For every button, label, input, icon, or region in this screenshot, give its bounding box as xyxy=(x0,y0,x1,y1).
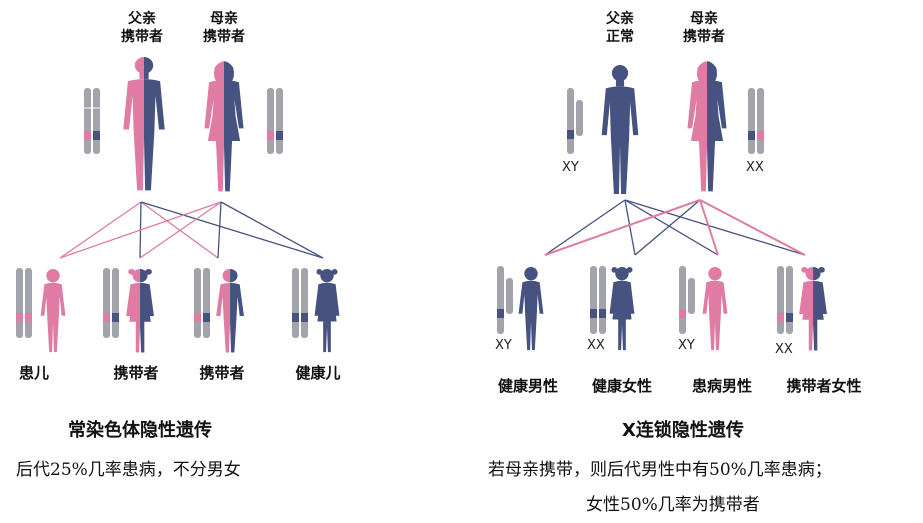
autosomal-mother-label: 母亲 携带者 xyxy=(196,10,252,46)
xlinked-father-label-line1: 父亲 xyxy=(606,11,634,27)
autosomal-child-label-2: 携带者 xyxy=(113,364,159,382)
xlinked-child-healthy-male xyxy=(497,266,544,351)
autosomal-father-label-line2: 携带者 xyxy=(121,29,163,45)
xlinked-father-figure xyxy=(601,65,639,194)
xlinked-father-chrom-label: XY xyxy=(562,160,579,175)
autosomal-title: 常染色体隐性遗传 xyxy=(68,420,212,441)
autosomal-cross-lines xyxy=(59,201,324,259)
autosomal-description: 后代25%几率患病，不分男女 xyxy=(16,460,241,480)
autosomal-mother-label-line2: 携带者 xyxy=(203,29,245,45)
autosomal-father-label-line1: 父亲 xyxy=(128,11,156,27)
xlinked-mother-label: 母亲 携带者 xyxy=(676,10,732,46)
xlinked-mother-label-line2: 携带者 xyxy=(683,29,725,45)
xlinked-father-label: 父亲 正常 xyxy=(592,10,648,46)
mother-figure xyxy=(204,61,244,192)
autosomal-child-label-3: 携带者 xyxy=(199,364,245,382)
xlinked-child-chrom-4: XX xyxy=(775,342,793,357)
xlinked-child-label-4: 携带者女性 xyxy=(786,377,862,395)
xlinked-mother-chromosomes xyxy=(748,88,764,154)
xlinked-description-2: 女性50%几率为携带者 xyxy=(586,495,760,515)
autosomal-parents xyxy=(84,57,283,192)
xlinked-child-carrier-female xyxy=(777,266,827,351)
autosomal-child-label-4: 健康儿 xyxy=(295,364,341,382)
xlinked-title: X连锁隐性遗传 xyxy=(622,420,744,441)
mother-chromosomes xyxy=(267,88,283,154)
xlinked-child-affected-male xyxy=(679,266,728,351)
xlinked-children xyxy=(497,266,827,351)
child-affected xyxy=(16,268,66,353)
xlinked-mother-figure xyxy=(687,61,727,192)
xlinked-child-chrom-2: XX xyxy=(587,338,605,353)
child-carrier-1 xyxy=(103,268,154,353)
xlinked-child-chrom-1: XY xyxy=(495,338,512,353)
child-carrier-2 xyxy=(194,268,244,353)
xlinked-child-healthy-female xyxy=(590,266,635,351)
xlinked-child-label-1: 健康男性 xyxy=(497,377,558,395)
father-chromosomes xyxy=(84,88,100,154)
xlinked-mother-label-line1: 母亲 xyxy=(690,11,718,27)
xlinked-cross-lines xyxy=(544,199,806,256)
autosomal-child-label-1: 患儿 xyxy=(18,364,49,382)
autosomal-mother-label-line1: 母亲 xyxy=(210,11,238,27)
xlinked-father-chromosomes xyxy=(567,88,583,154)
xlinked-child-chrom-3: XY xyxy=(678,338,695,353)
xlinked-description-1: 若母亲携带，则后代男性中有50%几率患病； xyxy=(488,460,832,480)
father-figure xyxy=(123,57,165,191)
autosomal-father-label: 父亲 携带者 xyxy=(114,10,170,46)
autosomal-children xyxy=(16,268,340,353)
xlinked-child-label-3: 患病男性 xyxy=(691,377,752,395)
xlinked-mother-chrom-label: XX xyxy=(746,160,764,175)
xlinked-father-label-line2: 正常 xyxy=(606,29,634,45)
xlinked-child-label-2: 健康女性 xyxy=(591,377,652,395)
xlinked-parents xyxy=(567,61,764,194)
child-healthy xyxy=(292,268,340,353)
